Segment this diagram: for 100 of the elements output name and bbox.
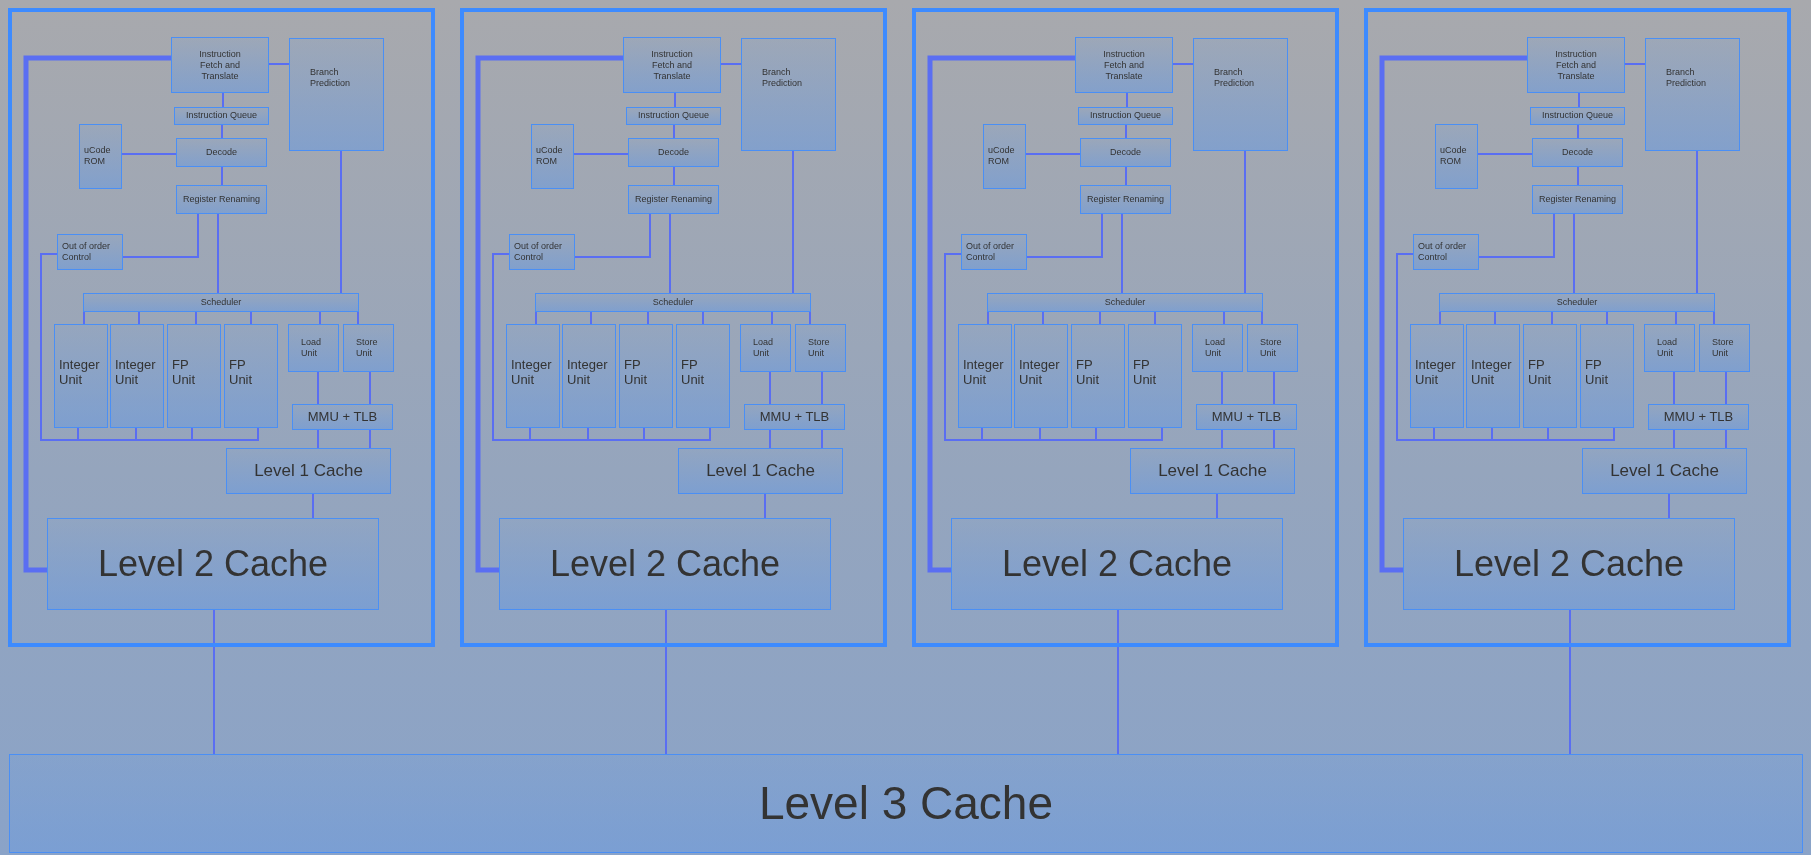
out-of-order-control-box: Out of order Control — [509, 234, 575, 270]
connector-line — [475, 55, 623, 573]
connector-line — [1396, 253, 1615, 441]
connector-line — [1125, 124, 1127, 139]
fp-unit-box: FP Unit — [1523, 324, 1577, 428]
load-unit-box: Load Unit — [1644, 324, 1695, 372]
fp-unit-box: FP Unit — [1580, 324, 1634, 428]
connector-line — [1477, 153, 1533, 155]
integer-unit-box: Integer Unit — [1466, 324, 1520, 428]
connector-line — [1606, 311, 1608, 325]
store-unit-box: Store Unit — [1699, 324, 1750, 372]
decode-box: Decode — [1532, 138, 1623, 167]
branch-prediction-box: Branch Prediction — [1645, 38, 1740, 151]
connector-line — [222, 92, 224, 108]
connector-line — [122, 213, 199, 258]
connector-line — [1577, 166, 1579, 186]
connector-line — [821, 429, 823, 449]
connector-line — [1216, 493, 1218, 519]
fp-unit-box: FP Unit — [1128, 324, 1182, 428]
connector-line — [312, 493, 314, 519]
integer-unit-box: Integer Unit — [562, 324, 616, 428]
connector-line — [1494, 311, 1496, 325]
connector-line — [1099, 311, 1101, 325]
integer-unit-box: Integer Unit — [506, 324, 560, 428]
ucode-rom-box: uCode ROM — [531, 124, 574, 189]
level-2-cache-box: Level 2 Cache — [47, 518, 379, 610]
fp-unit-box: FP Unit — [224, 324, 278, 428]
connector-line — [121, 153, 177, 155]
level-3-cache-box: Level 3 Cache — [9, 754, 1803, 853]
out-of-order-control-box: Out of order Control — [961, 234, 1027, 270]
connector-line — [792, 150, 794, 294]
connector-line — [665, 609, 667, 755]
level-1-cache-box: Level 1 Cache — [678, 448, 843, 494]
connector-line — [669, 213, 671, 294]
decode-box: Decode — [1080, 138, 1171, 167]
connector-line — [1261, 311, 1263, 325]
connector-line — [1578, 92, 1580, 108]
register-renaming-box: Register Renaming — [176, 185, 267, 214]
branch-prediction-box: Branch Prediction — [1193, 38, 1288, 151]
ucode-rom-box: uCode ROM — [79, 124, 122, 189]
connector-line — [1117, 609, 1119, 755]
out-of-order-control-box: Out of order Control — [57, 234, 123, 270]
connector-line — [319, 311, 321, 325]
connector-line — [1673, 429, 1675, 449]
core-frame — [1364, 8, 1791, 647]
connector-line — [769, 429, 771, 449]
store-unit-box: Store Unit — [343, 324, 394, 372]
fp-unit-box: FP Unit — [167, 324, 221, 428]
connector-line — [1273, 429, 1275, 449]
connector-line — [1478, 213, 1555, 258]
connector-line — [1125, 166, 1127, 186]
fp-unit-box: FP Unit — [619, 324, 673, 428]
connector-line — [702, 311, 704, 325]
connector-line — [673, 166, 675, 186]
mmu-tlb-box: MMU + TLB — [1648, 404, 1749, 430]
mmu-tlb-box: MMU + TLB — [1196, 404, 1297, 430]
connector-line — [340, 150, 342, 294]
level-2-cache-box: Level 2 Cache — [951, 518, 1283, 610]
out-of-order-control-box: Out of order Control — [1413, 234, 1479, 270]
connector-line — [1551, 311, 1553, 325]
connector-line — [771, 311, 773, 325]
load-unit-box: Load Unit — [288, 324, 339, 372]
connector-line — [809, 311, 811, 325]
fp-unit-box: FP Unit — [1071, 324, 1125, 428]
connector-line — [574, 213, 651, 258]
connector-line — [213, 609, 215, 755]
connector-line — [1573, 213, 1575, 294]
level-1-cache-box: Level 1 Cache — [226, 448, 391, 494]
register-renaming-box: Register Renaming — [628, 185, 719, 214]
fetch-translate-box: Instruction Fetch and Translate — [1075, 37, 1173, 93]
branch-prediction-box: Branch Prediction — [289, 38, 384, 151]
instruction-queue-box: Instruction Queue — [1078, 107, 1173, 125]
connector-line — [1221, 371, 1223, 405]
store-unit-box: Store Unit — [795, 324, 846, 372]
connector-line — [221, 166, 223, 186]
scheduler-bar: Scheduler — [1439, 293, 1715, 312]
connector-line — [1569, 609, 1571, 755]
connector-line — [1154, 311, 1156, 325]
connector-line — [1025, 153, 1081, 155]
connector-line — [720, 63, 742, 65]
connector-line — [1713, 311, 1715, 325]
connector-line — [1725, 371, 1727, 405]
connector-line — [138, 311, 140, 325]
load-unit-box: Load Unit — [740, 324, 791, 372]
decode-box: Decode — [176, 138, 267, 167]
connector-line — [217, 213, 219, 294]
connector-line — [1026, 213, 1103, 258]
fetch-translate-box: Instruction Fetch and Translate — [171, 37, 269, 93]
scheduler-bar: Scheduler — [535, 293, 811, 312]
connector-line — [250, 311, 252, 325]
connector-line — [40, 253, 259, 441]
connector-line — [1725, 429, 1727, 449]
branch-prediction-box: Branch Prediction — [741, 38, 836, 151]
level-1-cache-box: Level 1 Cache — [1582, 448, 1747, 494]
connector-line — [673, 124, 675, 139]
connector-line — [1696, 150, 1698, 294]
connector-line — [83, 311, 85, 325]
connector-line — [1126, 92, 1128, 108]
fetch-translate-box: Instruction Fetch and Translate — [623, 37, 721, 93]
connector-line — [1221, 429, 1223, 449]
